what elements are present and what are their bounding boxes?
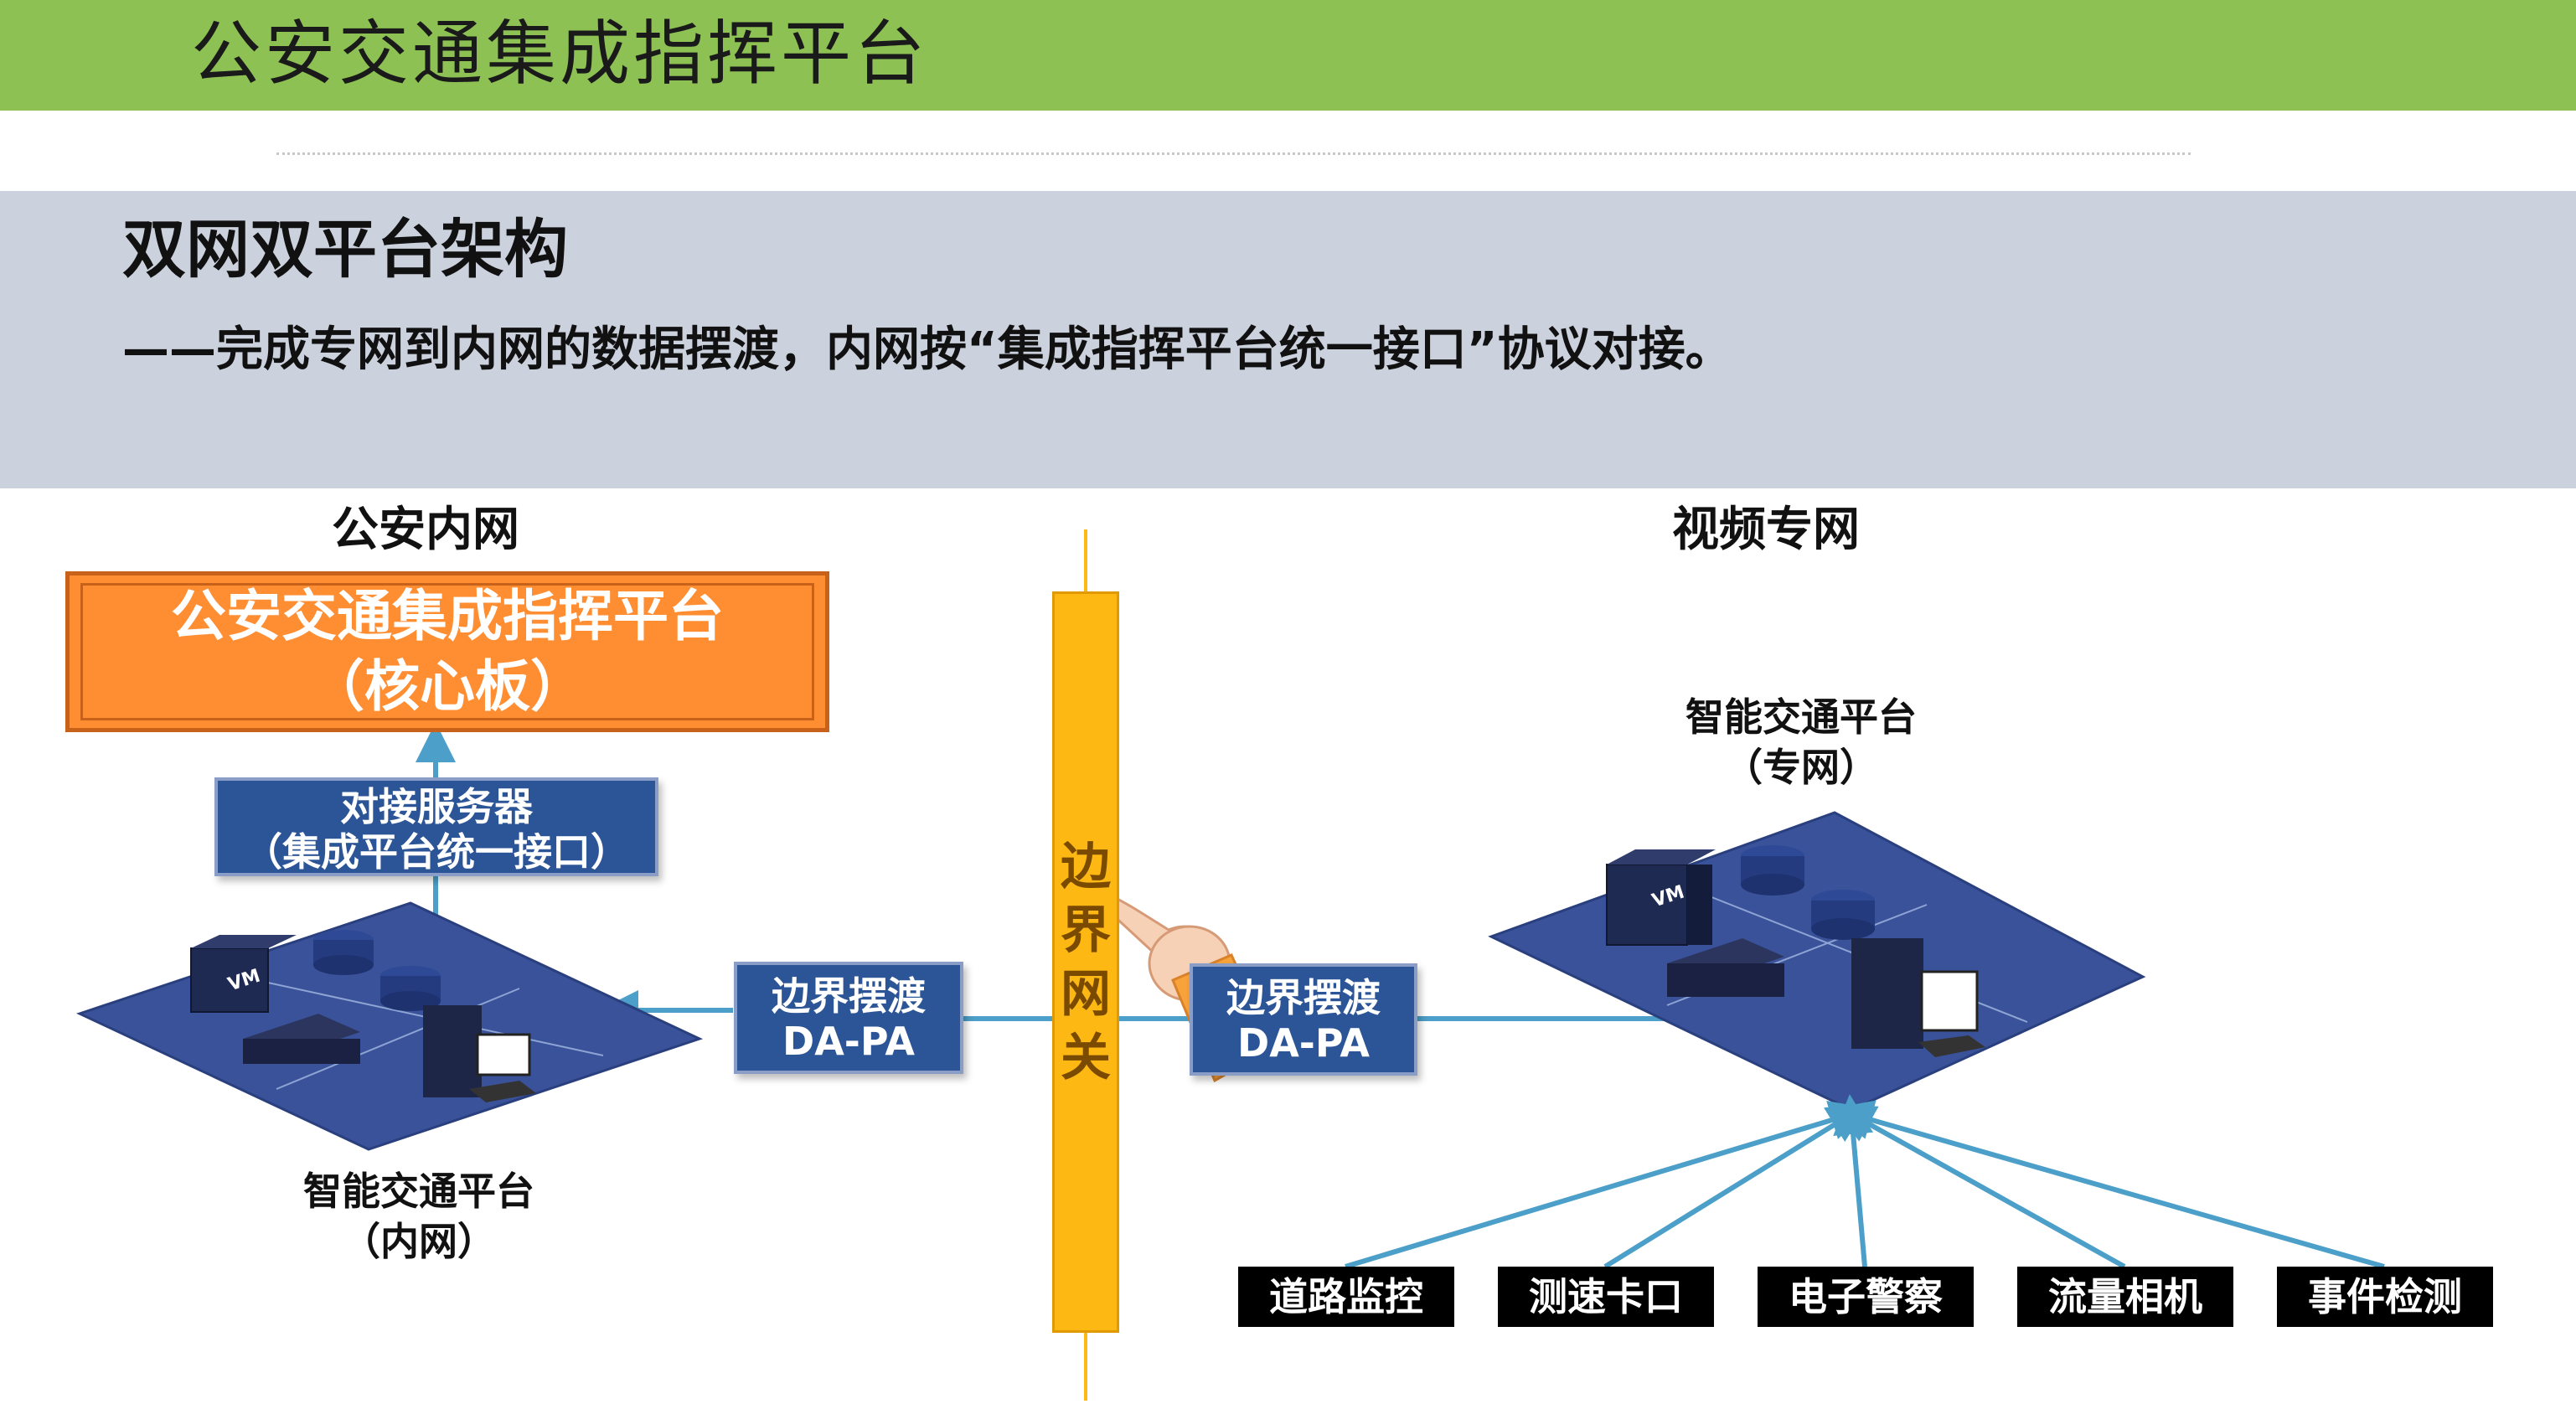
section-title: 双网双平台架构 xyxy=(122,212,568,286)
device-links xyxy=(1345,1094,2385,1269)
device-speed-checkpoint: 测速卡口 xyxy=(1498,1267,1714,1327)
core-board xyxy=(65,571,829,732)
inner-platform-subtitle: （内网） xyxy=(342,1219,496,1264)
border-gateway xyxy=(1052,591,1119,1333)
inner-network-label: 公安内网 xyxy=(332,503,519,557)
private-platform-subtitle: （专网） xyxy=(1724,745,1878,790)
device-electronic-police: 电子警察 xyxy=(1758,1267,1974,1327)
interface-server-title: 对接服务器 xyxy=(340,784,533,829)
core-board-inner-border xyxy=(80,583,814,720)
private-network-platform xyxy=(1488,811,2146,1112)
inner-platform-title: 智能交通平台 xyxy=(303,1169,534,1214)
gateway-char-2: 界 xyxy=(1061,901,1111,960)
private-network-label: 视频专网 xyxy=(1672,503,1860,557)
right-ferry-box: 边界摆渡 DA-PA xyxy=(1190,963,1417,1076)
gateway-char-1: 边 xyxy=(1061,838,1111,896)
page-title: 公安交通集成指挥平台 xyxy=(191,13,929,95)
divider xyxy=(276,152,2191,155)
gateway-char-4: 关 xyxy=(1061,1029,1111,1087)
interface-server-box: 对接服务器 （集成平台统一接口） xyxy=(214,777,658,876)
header-bar xyxy=(0,0,2576,111)
inner-network-platform xyxy=(75,901,704,1151)
interface-server-subtitle: （集成平台统一接口） xyxy=(244,829,629,875)
device-flow-camera: 流量相机 xyxy=(2017,1267,2233,1327)
left-ferry-title: 边界摆渡 xyxy=(772,973,926,1019)
device-road-monitor: 道路监控 xyxy=(1238,1267,1454,1327)
device-event-detection: 事件检测 xyxy=(2277,1267,2493,1327)
core-board-title: 公安交通集成指挥平台 xyxy=(171,584,724,648)
left-ferry-subtitle: DA-PA xyxy=(782,1019,915,1064)
subtitle-band xyxy=(0,191,2576,488)
private-platform-title: 智能交通平台 xyxy=(1685,694,1917,740)
gateway-char-3: 网 xyxy=(1061,965,1111,1024)
left-ferry-box: 边界摆渡 DA-PA xyxy=(734,962,963,1074)
core-board-subtitle: （核心板） xyxy=(309,654,586,719)
right-ferry-subtitle: DA-PA xyxy=(1237,1020,1370,1066)
section-subtitle: ——完成专网到内网的数据摆渡，内网按“集成指挥平台统一接口”协议对接。 xyxy=(122,323,1732,377)
right-ferry-title: 边界摆渡 xyxy=(1226,975,1381,1020)
